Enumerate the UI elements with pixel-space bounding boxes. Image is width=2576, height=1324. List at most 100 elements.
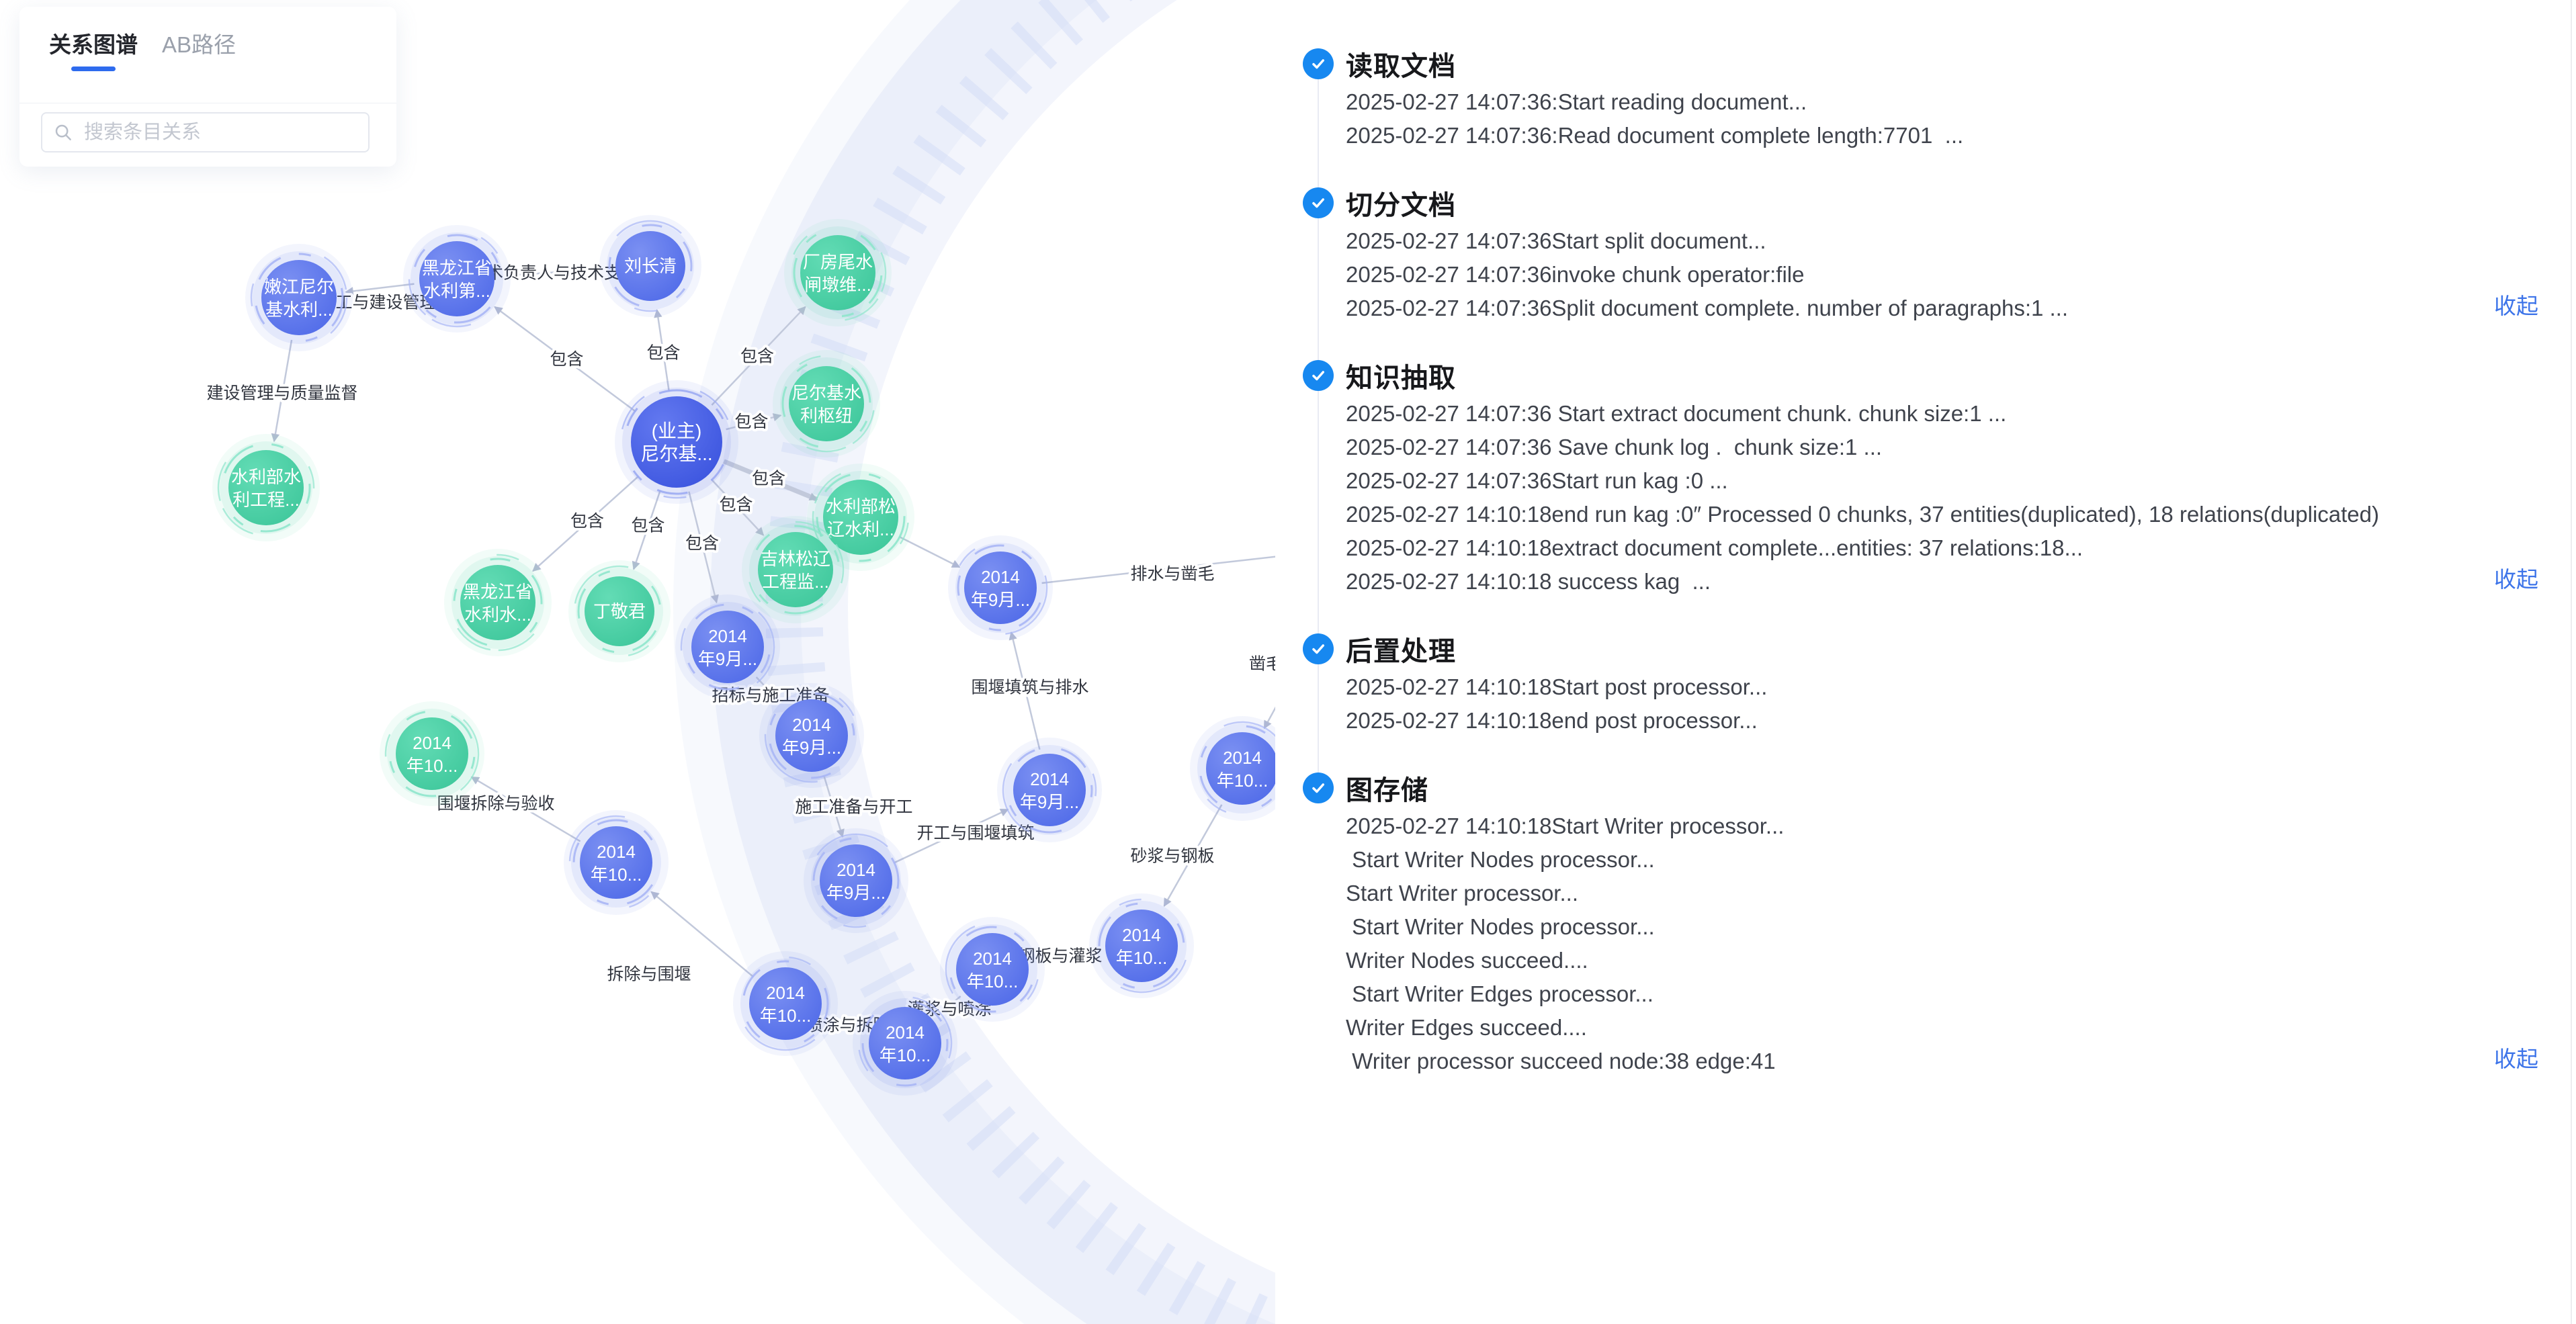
graph-node-label: 水利部水利工程... — [231, 467, 301, 510]
graph-node-label: 厂房尾水闸墩维... — [803, 252, 873, 295]
scrollbar-track[interactable] — [2571, 0, 2572, 1324]
edge-label: 砂浆与钢板 — [1130, 847, 1214, 866]
graph-node[interactable]: (业主)尼尔基... — [603, 368, 751, 517]
edge-label: 包含 — [752, 470, 785, 488]
log-line: 2025-02-27 14:10:18 success kag ... — [1346, 569, 1711, 594]
graph-edge — [711, 306, 806, 406]
graph-edge — [828, 1016, 866, 1031]
graph-node[interactable]: 水利部水利工程... — [206, 427, 326, 547]
graph-edge — [755, 676, 781, 703]
check-circle-icon — [1303, 633, 1334, 664]
graph-edge — [688, 491, 719, 604]
edge-label: 包含 — [570, 512, 604, 531]
edge-label: 包含 — [631, 517, 664, 535]
graph-nodes: 嫩江尼尔基水利... 黑龙江省水利第... 刘长清 厂房尾水闸墩维... 水利部水利工程… — [206, 207, 1277, 1106]
graph-node[interactable]: 刘长清 — [599, 215, 701, 317]
tab-row: 关系图谱 AB路径 — [19, 7, 396, 77]
check-circle-icon — [1303, 187, 1334, 218]
graph-edge — [650, 891, 755, 978]
edge-label: 凿毛 — [1249, 655, 1277, 674]
graph-node-label: 黑龙江省水利水... — [463, 582, 533, 625]
graph-edge — [503, 267, 611, 279]
log-section-title: 知识抽取 — [1346, 363, 1456, 393]
graph-node[interactable]: 厂房尾水闸墩维... — [772, 207, 904, 339]
graph-edge — [898, 535, 961, 568]
edge-label: 包含 — [685, 534, 719, 553]
log-line: 2025-02-27 14:07:36 Save chunk log . chu… — [1346, 435, 1883, 459]
edge-label: 开工与围堰填筑 — [916, 824, 1034, 843]
graph-edge — [632, 490, 661, 570]
graph-edge — [532, 475, 640, 572]
graph-node[interactable]: 黑龙江省水利第... — [390, 212, 524, 346]
tab-ab-path[interactable]: AB路径 — [162, 27, 236, 77]
knowledge-graph-canvas[interactable]: 施工与建设管理技术负责人与技术支持建设管理与质量监督包含包含包含包含包含包含包含… — [0, 0, 1277, 1324]
graph-node[interactable]: 丁敬君 — [556, 548, 683, 675]
log-line: Start Writer Edges processor... — [1346, 981, 1654, 1006]
graph-edge-labels: 施工与建设管理技术负责人与技术支持建设管理与质量监督包含包含包含包含包含包含包含… — [204, 261, 1277, 1038]
timeline-connector — [1318, 64, 1319, 795]
log-line: Start Writer Nodes processor... — [1346, 847, 1655, 872]
collapse-link[interactable]: 收起 — [2494, 1047, 2538, 1071]
search-input[interactable] — [83, 120, 341, 144]
edge-label: 包含 — [734, 412, 768, 431]
graph-edge — [1163, 804, 1223, 907]
search-box[interactable] — [41, 112, 370, 152]
log-line: 2025-02-27 14:10:18end run kag :0″ Proce… — [1346, 502, 2379, 527]
graph-edge — [494, 306, 636, 412]
graph-edge — [939, 996, 961, 1015]
edge-label: 拆除与围堰 — [607, 965, 691, 984]
log-line: 2025-02-27 14:07:36Start split document.… — [1346, 228, 1766, 253]
edge-label: 包含 — [740, 347, 774, 366]
log-line: Start Writer processor... — [1346, 881, 1578, 906]
tab-relation-graph[interactable]: 关系图谱 — [49, 27, 138, 77]
log-section-header: 后置处理 — [1303, 633, 2576, 666]
log-line: 2025-02-27 14:07:36:Start reading docume… — [1346, 89, 1807, 114]
graph-edge — [271, 339, 293, 443]
graph-node[interactable]: 水利部松辽水利... — [801, 457, 920, 576]
log-section: 切分文档 2025-02-27 14:07:36Start split docum… — [1303, 187, 2576, 325]
graph-edges — [271, 267, 1277, 1031]
graph-toolbar-card: 关系图谱 AB路径 — [19, 7, 396, 167]
graph-node[interactable]: 嫩江尼尔基水利... — [245, 244, 353, 351]
edge-label: 建设管理与质量监督 — [206, 384, 357, 403]
graph-node-label: 尼尔基水利枢纽 — [791, 383, 861, 426]
collapse-link[interactable]: 收起 — [2494, 567, 2538, 592]
graph-node-label: 吉林松辽工程监... — [761, 549, 830, 592]
graph-node-label: 刘长清 — [624, 256, 677, 276]
graph-node[interactable]: 黑龙江省水利水... — [439, 544, 557, 662]
edge-label: 排水与凿毛 — [1130, 565, 1214, 584]
collapse-link[interactable]: 收起 — [2494, 294, 2538, 318]
graph-node-label: 嫩江尼尔基水利... — [264, 277, 334, 320]
log-section-header: 知识抽取 — [1303, 359, 2576, 393]
check-circle-icon — [1303, 48, 1334, 79]
graph-node-label: 黑龙江省水利第... — [422, 258, 492, 301]
log-section-header: 切分文档 — [1303, 187, 2576, 220]
edge-label: 围堰拆除与验收 — [437, 795, 554, 813]
log-line: Writer Nodes succeed.... — [1346, 948, 1588, 973]
log-line: 2025-02-27 14:07:36Start run kag :0 ... — [1346, 468, 1728, 493]
graph-node-label: 水利部松辽水利... — [826, 496, 896, 539]
graph-node[interactable]: 尼尔基水利枢纽 — [763, 341, 889, 466]
graph-node[interactable]: 吉林松辽工程监... — [730, 504, 861, 635]
graph-edge — [893, 808, 1009, 864]
